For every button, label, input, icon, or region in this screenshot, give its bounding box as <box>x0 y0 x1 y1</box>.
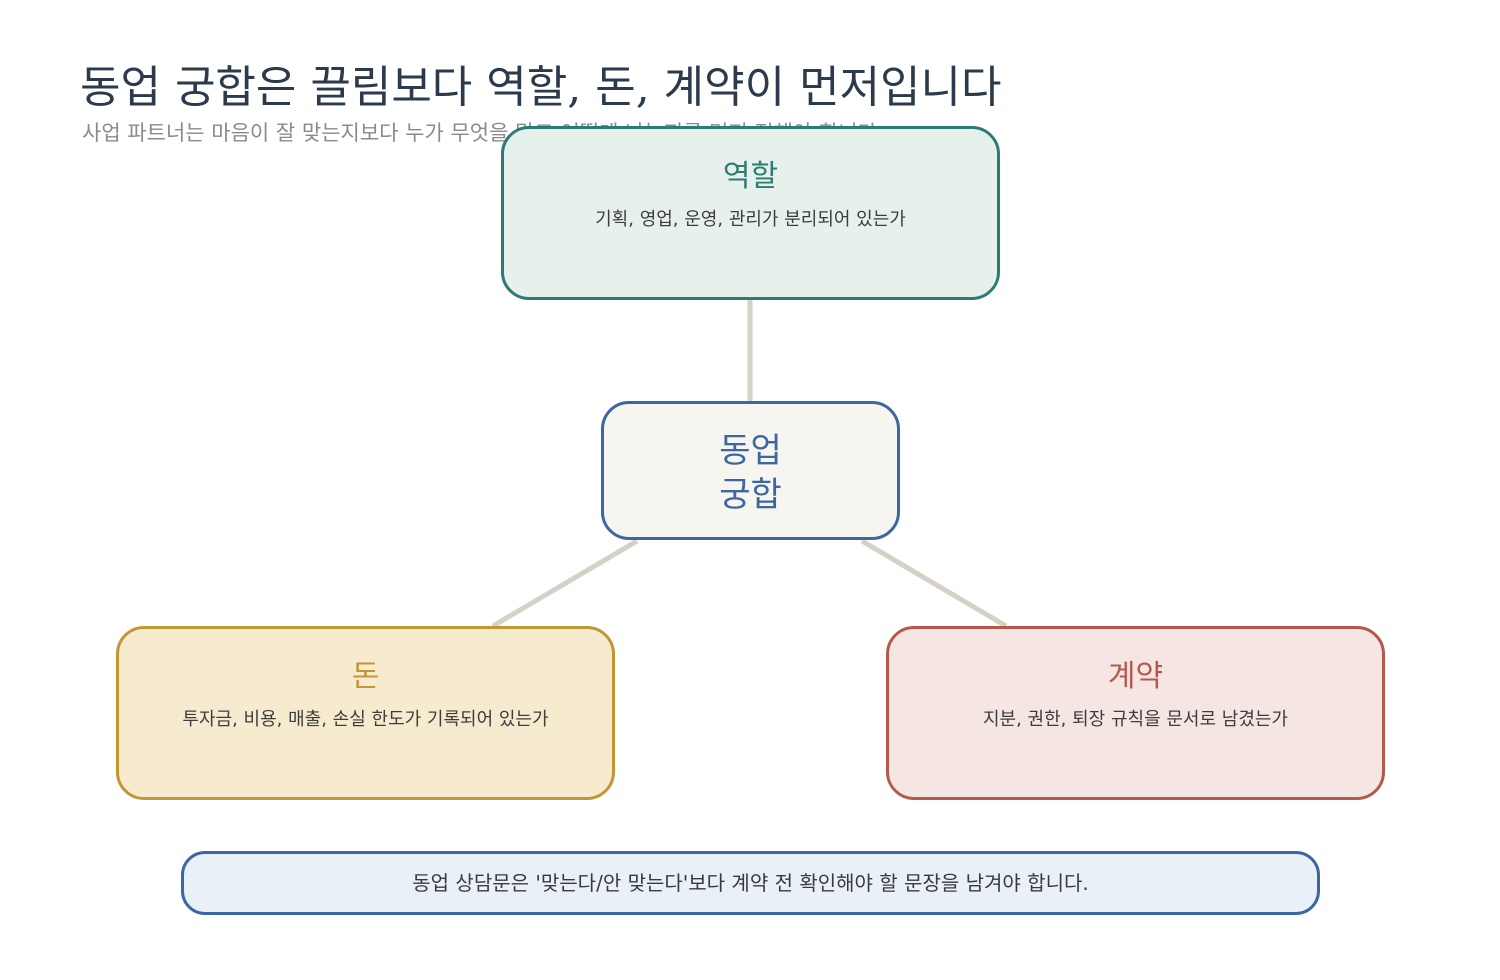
node-center-line1: 동업 <box>719 431 782 471</box>
node-contract: 계약 지분, 권한, 퇴장 규칙을 문서로 남겼는가 <box>886 626 1385 800</box>
connector-contract <box>860 538 1008 629</box>
node-center-line2: 궁합 <box>719 475 782 515</box>
node-money-desc: 투자금, 비용, 매출, 손실 한도가 기록되어 있는가 <box>182 709 549 730</box>
footer-note: 동업 상담문은 '맞는다/안 맞는다'보다 계약 전 확인해야 할 문장을 남겨… <box>181 851 1320 915</box>
node-role-desc: 기획, 영업, 운영, 관리가 분리되어 있는가 <box>595 209 906 230</box>
node-contract-label: 계약 <box>1107 659 1164 694</box>
node-money-label: 돈 <box>351 659 380 694</box>
page-title: 동업 궁합은 끌림보다 역할, 돈, 계약이 먼저입니다 <box>80 62 1002 113</box>
node-money: 돈 투자금, 비용, 매출, 손실 한도가 기록되어 있는가 <box>116 626 615 800</box>
node-role-label: 역할 <box>722 159 779 194</box>
node-contract-desc: 지분, 권한, 퇴장 규칙을 문서로 남겼는가 <box>982 709 1288 730</box>
node-role: 역할 기획, 영업, 운영, 관리가 분리되어 있는가 <box>501 126 1000 300</box>
connector-money <box>491 538 639 629</box>
